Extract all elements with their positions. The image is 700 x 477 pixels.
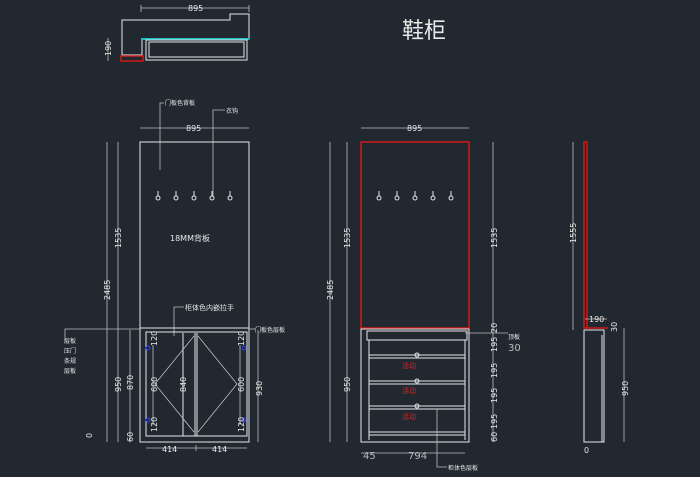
dim-center: 840 <box>179 377 188 392</box>
drawing-title: 鞋柜 <box>402 19 446 44</box>
dim-door-mid-r: 600 <box>237 377 246 392</box>
dim-lower: 950 <box>114 377 123 392</box>
side-view: 1555 190 30 950 0 <box>569 141 630 455</box>
door-width: 414 <box>212 445 227 454</box>
hook-icon <box>173 195 179 201</box>
side-dim-zero: 0 <box>584 446 589 455</box>
dim-upper: 1535 <box>114 228 123 248</box>
drawer-view-width: 895 <box>407 124 422 133</box>
hook-icon <box>209 195 215 201</box>
coat-hooks <box>376 191 454 201</box>
plan-depth: 190 <box>104 41 113 56</box>
left-label: 压门 <box>64 347 76 355</box>
hook-icon <box>191 195 197 201</box>
label-board: 18MM背板 <box>170 233 210 243</box>
side-depth: 190 <box>589 315 604 324</box>
dim-right: 60 <box>490 432 499 442</box>
label-top: 顶板 <box>508 333 520 341</box>
side-top: 30 <box>610 322 619 332</box>
drawer-view: 895 活动 活动 活动 柜体色层板 2485 1535 950 1535 20… <box>326 124 521 472</box>
bottom-label: 柜体色层板 <box>448 464 478 472</box>
front-width: 895 <box>186 124 201 133</box>
hook-icon <box>227 195 233 201</box>
left-label: 条规 <box>64 357 76 365</box>
front-view: 895 门板色背板 衣钩 18MM背板 柜体色内嵌拉手 120 600 120 … <box>64 99 285 454</box>
label-handle: 柜体色内嵌拉手 <box>185 303 234 312</box>
dim-door-bot-r: 120 <box>237 417 246 432</box>
dim-right-upper: 1535 <box>490 228 499 248</box>
side-dim-lower: 950 <box>621 381 630 396</box>
plan-view: 895 190 <box>104 4 250 62</box>
left-label: 层板 <box>64 337 76 345</box>
plan-width: 895 <box>188 4 203 13</box>
label-right: 门板色层板 <box>255 326 285 334</box>
dim-total: 2485 <box>326 280 335 300</box>
dim-base: 60 <box>126 432 135 442</box>
drawer-label: 活动 <box>402 386 416 395</box>
dim-right: 195 <box>490 363 499 378</box>
dim-zero: 0 <box>85 433 94 438</box>
dim-total: 2485 <box>103 280 112 300</box>
dim-offset: 45 <box>363 451 376 462</box>
dim-right: 195 <box>490 414 499 429</box>
dim-door-bot: 120 <box>150 417 159 432</box>
drawer-label: 活动 <box>402 412 416 421</box>
hook-icon <box>155 195 161 201</box>
side-dim-upper: 1555 <box>569 223 578 243</box>
dim-door-top-r: 120 <box>237 331 246 346</box>
drawer-label: 活动 <box>402 361 416 370</box>
dim-upper: 1535 <box>343 228 352 248</box>
coat-hooks <box>155 191 233 201</box>
dim-right: 195 <box>490 388 499 403</box>
left-label: 层板 <box>64 367 76 375</box>
dim-lower: 950 <box>343 377 352 392</box>
dim-right: 930 <box>255 381 264 396</box>
door-width: 414 <box>162 445 177 454</box>
dim-right: 20 <box>490 323 499 333</box>
dim-right: 195 <box>490 337 499 352</box>
dim-width: 794 <box>408 451 427 462</box>
dim-door-mid: 600 <box>150 377 159 392</box>
dim-door-top: 120 <box>150 331 159 346</box>
dim-inner: 870 <box>126 375 135 390</box>
label-hook: 衣钩 <box>226 107 238 115</box>
label-top-value: 30 <box>508 343 521 354</box>
label-back-panel: 门板色背板 <box>165 99 195 107</box>
